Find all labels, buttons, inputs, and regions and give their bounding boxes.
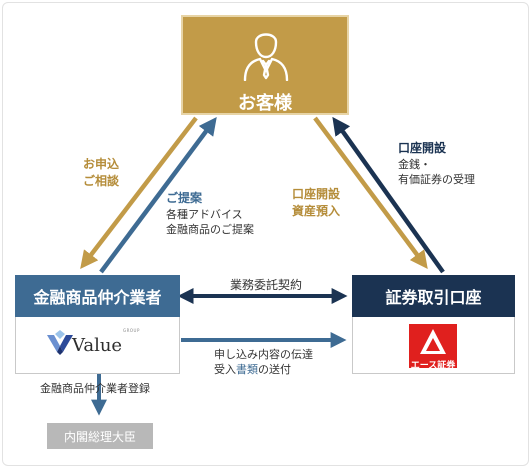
customer-title: お客様 xyxy=(238,93,292,114)
deposit-line1: 口座開設 xyxy=(292,187,341,201)
value-logo-group: GROUP xyxy=(123,328,140,333)
apply-label-line2: ご相談 xyxy=(83,174,120,188)
apply-label: お申込 ご相談 xyxy=(83,156,119,190)
account-open-title: 口座開設 xyxy=(398,141,447,155)
transmit-line2: 受入書類の送付 xyxy=(214,362,313,377)
proposal-line1: 各種アドバイス xyxy=(166,208,243,221)
account-open-line1: 金銭・ xyxy=(398,158,431,171)
account-open-label: 口座開設 金銭・ 有価証券の受理 xyxy=(398,140,475,187)
regulator-box: 内閣総理大臣 xyxy=(47,423,153,449)
transmit-line2-a: 受入 xyxy=(214,363,236,376)
proposal-label: ご提案 各種アドバイス 金融商品のご提案 xyxy=(166,190,254,237)
securities-title: 証券取引口座 xyxy=(352,275,515,317)
arrow-account-open xyxy=(332,116,445,274)
proposal-title: ご提案 xyxy=(166,191,203,205)
arrow-deposit xyxy=(313,116,428,270)
proposal-line2: 金融商品のご提案 xyxy=(166,223,254,236)
broker-logo-panel: Value GROUP xyxy=(15,317,180,374)
arrow-proposal xyxy=(99,116,217,274)
value-logo-text: Value xyxy=(72,335,123,356)
transmit-line2-c: の送付 xyxy=(258,363,291,376)
deposit-line2: 資産預入 xyxy=(292,204,341,218)
ace-logo-text: エース証券 xyxy=(410,361,456,371)
deposit-label: 口座開設 資産預入 xyxy=(292,186,340,220)
account-open-line2: 有価証券の受理 xyxy=(398,173,475,186)
transmit-line2-b: 書類 xyxy=(236,363,258,376)
apply-label-line1: お申込 xyxy=(83,157,120,171)
customer-box: お客様 xyxy=(181,15,349,115)
broker-title: 金融商品仲介業者 xyxy=(15,275,180,317)
contract-label: 業務委託契約 xyxy=(230,278,303,292)
securities-logo-panel: エース証券 xyxy=(352,317,515,374)
arrow-apply xyxy=(80,116,198,269)
businessman-icon xyxy=(243,33,289,81)
registration-label: 金融商品仲介業者登録 xyxy=(40,382,150,395)
transmit-line1: 申し込み内容の伝達 xyxy=(214,348,313,361)
ace-securities-logo: エース証券 xyxy=(409,324,457,371)
transmit-label: 申し込み内容の伝達 受入書類の送付 xyxy=(214,347,313,377)
value-logo-icon xyxy=(46,330,74,356)
